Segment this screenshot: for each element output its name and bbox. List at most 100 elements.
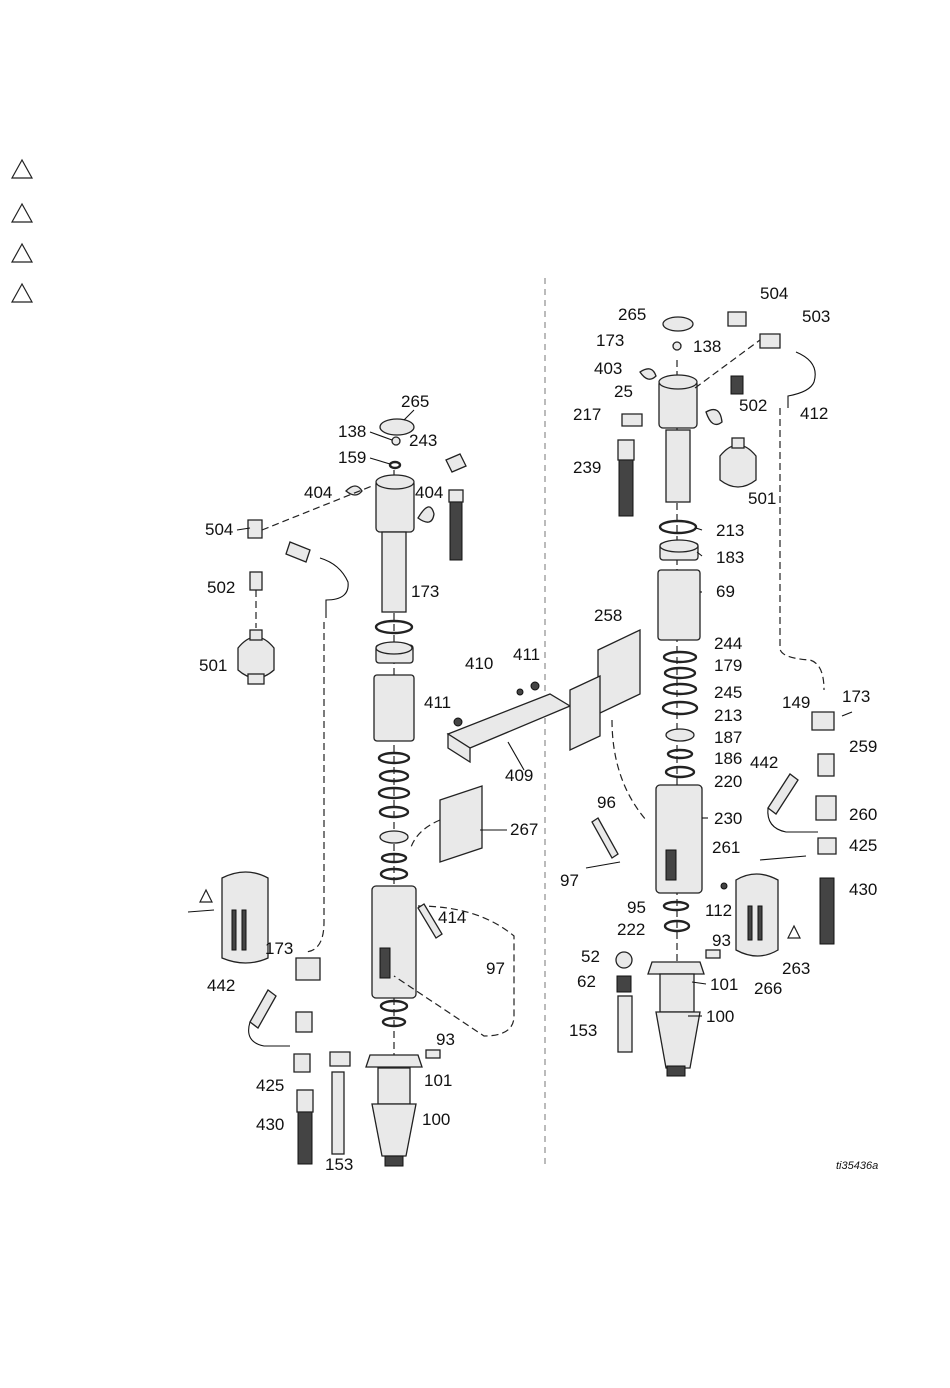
part-179-ring xyxy=(665,668,695,678)
callout-245: 245 xyxy=(714,683,742,702)
part-412-tube xyxy=(788,352,815,408)
callout-404-b: 404 xyxy=(415,483,443,502)
shield-slots-r-b xyxy=(758,906,762,940)
part-430-hose-r xyxy=(820,878,834,944)
tube-412-left xyxy=(320,558,348,618)
warning-triangle-icon xyxy=(12,244,32,262)
callout-412: 412 xyxy=(800,404,828,423)
part-217-elbow xyxy=(622,414,642,426)
callout-173-b: 173 xyxy=(265,939,293,958)
callout-149: 149 xyxy=(782,693,810,712)
screw xyxy=(188,910,214,912)
part-96-lever xyxy=(592,818,618,858)
lower-body-bottom xyxy=(385,1156,403,1166)
part-183-nut-top xyxy=(660,540,698,552)
part-138-plug-r xyxy=(673,342,681,350)
gland-nut-top xyxy=(376,642,412,654)
callout-261: 261 xyxy=(712,838,740,857)
shield-slots xyxy=(232,910,236,950)
part-100-tip-r xyxy=(656,1012,700,1068)
part-52-ball xyxy=(616,952,632,968)
hose-fitting-r xyxy=(618,440,634,460)
part-138-plug xyxy=(392,437,400,445)
part-258-bracket xyxy=(598,630,640,714)
part-502-valve-r xyxy=(731,376,743,394)
callout-411: 411 xyxy=(513,645,540,664)
part-425-tee xyxy=(294,1054,310,1072)
part-409-bracket xyxy=(448,694,570,748)
part-100-lower-body xyxy=(378,1068,410,1104)
part-62-fitting xyxy=(617,976,631,992)
lower-body-bottom-r xyxy=(667,1066,685,1076)
part-213-oring xyxy=(660,521,696,533)
accumulator-neck-r xyxy=(732,438,744,448)
part-100-lower-body-tip xyxy=(372,1104,416,1156)
cylinder-slot-r xyxy=(666,850,676,880)
part-442-hose-r xyxy=(768,774,798,814)
route-412 xyxy=(780,408,824,690)
callout-173-r-b: 173 xyxy=(842,687,870,706)
callout-112: 112 xyxy=(705,901,732,920)
callout-95: 95 xyxy=(627,898,646,917)
callout-504: 504 xyxy=(205,520,233,539)
part-260-clip xyxy=(816,796,836,820)
callout-173: 173 xyxy=(411,582,439,601)
callout-52: 52 xyxy=(581,947,600,966)
callout-100-r: 100 xyxy=(706,1007,734,1026)
part-173-pin xyxy=(842,712,852,716)
part-213-ring-b xyxy=(663,702,697,714)
part-69-sleeve xyxy=(658,570,700,640)
callout-243: 243 xyxy=(409,431,437,450)
part-95-ring xyxy=(664,902,688,910)
part-153-tube xyxy=(332,1072,344,1154)
callout-425-r: 425 xyxy=(849,836,877,855)
part-504-elbow xyxy=(248,520,262,538)
callout-403: 403 xyxy=(594,359,622,378)
callout-404: 404 xyxy=(304,483,332,502)
part-501-accumulator-stem xyxy=(248,674,264,684)
callout-159: 159 xyxy=(338,448,366,467)
callout-173-r: 173 xyxy=(596,331,624,350)
part-186-ring xyxy=(668,750,692,758)
part-442-hose xyxy=(250,990,276,1028)
callout-502-r: 502 xyxy=(739,396,767,415)
mount-route xyxy=(410,820,440,850)
part-411-screw-b xyxy=(454,718,462,726)
return-line xyxy=(304,622,324,952)
part-259-fitting xyxy=(818,754,834,776)
part-97-pin xyxy=(586,862,620,868)
part-501-accumulator-r xyxy=(720,445,756,487)
left-exploded-view xyxy=(188,419,570,1166)
callout-501: 501 xyxy=(199,656,227,675)
callout-265-r: 265 xyxy=(618,305,646,324)
callout-213: 213 xyxy=(716,521,744,540)
callout-93-r: 93 xyxy=(712,931,731,950)
callout-409: 409 xyxy=(505,766,533,785)
part-187-packing xyxy=(666,729,694,741)
part-159-oring xyxy=(390,462,400,468)
callout-62: 62 xyxy=(577,972,596,991)
callout-503: 503 xyxy=(802,307,830,326)
part-504-elbow-r xyxy=(728,312,746,326)
figure-id: ti35436a xyxy=(836,1160,878,1172)
part-101-flange xyxy=(366,1055,422,1067)
callout-179: 179 xyxy=(714,656,742,675)
warning-triangle-icon xyxy=(12,160,32,178)
manifold-top xyxy=(376,475,414,489)
callout-267: 267 xyxy=(510,820,538,839)
hose-fitting xyxy=(449,490,463,502)
warning-triangle-icons xyxy=(12,160,32,302)
part-503-tee xyxy=(760,334,780,348)
part-501-accumulator xyxy=(238,637,274,678)
callout-410: 410 xyxy=(465,654,493,673)
part-502-valve xyxy=(250,572,262,590)
callout-244: 244 xyxy=(714,634,742,653)
callout-97-r: 97 xyxy=(560,871,579,890)
mount-route-r xyxy=(612,720,646,820)
bracket-arm xyxy=(570,676,600,750)
callout-96: 96 xyxy=(597,793,616,812)
part-245-ring xyxy=(664,684,696,694)
pump-cylinder xyxy=(372,886,416,998)
callout-414: 414 xyxy=(438,908,466,927)
